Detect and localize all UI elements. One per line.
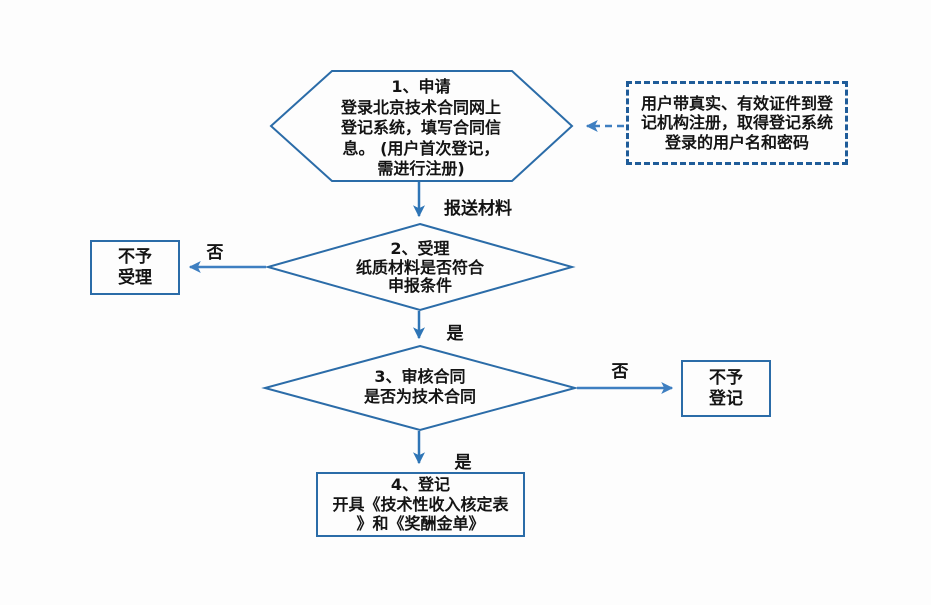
yes-branch-label-step3: 是: [454, 453, 472, 473]
reject-accept-line: 不予: [118, 246, 152, 267]
step4-line: 》和《奖酬金单》: [356, 514, 485, 534]
no-branch-label-step2: 否: [206, 243, 224, 263]
step2-line: 纸质材料是否符合: [355, 257, 484, 277]
yes-branch-label-step2: 是: [446, 324, 464, 344]
step1-line: 1、申请: [391, 77, 451, 96]
step2-line: 2、受理: [390, 239, 450, 258]
step1-line: 登录北京技术合同网上: [340, 97, 501, 117]
step4-line: 开具《技术性收入核定表: [332, 494, 509, 514]
reject-register-line: 不予: [709, 367, 743, 388]
step2-diamond-text: 2、受理 纸质材料是否符合 申报条件: [320, 239, 520, 296]
step3-line: 3、审核合同: [374, 367, 466, 386]
step1-line: 息。 (用户首次登记，: [342, 138, 500, 158]
note-line: 记机构注册，取得登记系统: [640, 113, 833, 133]
registration-note-box: 用户带真实、有效证件到登 记机构注册，取得登记系统 登录的用户名和密码: [626, 81, 848, 165]
step3-line: 是否为技术合同: [363, 386, 476, 406]
submit-materials-label: 报送材料: [444, 199, 512, 219]
note-line: 登录的用户名和密码: [664, 132, 809, 152]
step1-hexagon-shape: [269, 70, 574, 182]
step4-line: 4、登记: [390, 475, 451, 495]
step1-hexagon-text: 1、申请 登录北京技术合同网上 登记系统，填写合同信 息。 (用户首次登记， 需…: [281, 77, 561, 180]
reject-register-line: 登记: [709, 388, 743, 409]
reject-accept-line: 受理: [118, 267, 152, 288]
step4-register-box: 4、登记 开具《技术性收入核定表 》和《奖酬金单》: [316, 472, 525, 537]
step2-diamond-shape: [264, 222, 576, 312]
reject-register-box: 不予 登记: [681, 360, 771, 417]
reject-accept-box: 不予 受理: [90, 240, 180, 295]
step1-line: 登记系统，填写合同信: [340, 118, 501, 137]
no-branch-label-step3: 否: [611, 362, 629, 382]
note-line: 用户带真实、有效证件到登: [640, 93, 833, 113]
step2-line: 申报条件: [387, 276, 452, 295]
step1-line: 需进行注册): [377, 159, 465, 178]
step3-diamond-shape: [261, 344, 579, 432]
step3-diamond-text: 3、审核合同 是否为技术合同: [320, 367, 520, 406]
